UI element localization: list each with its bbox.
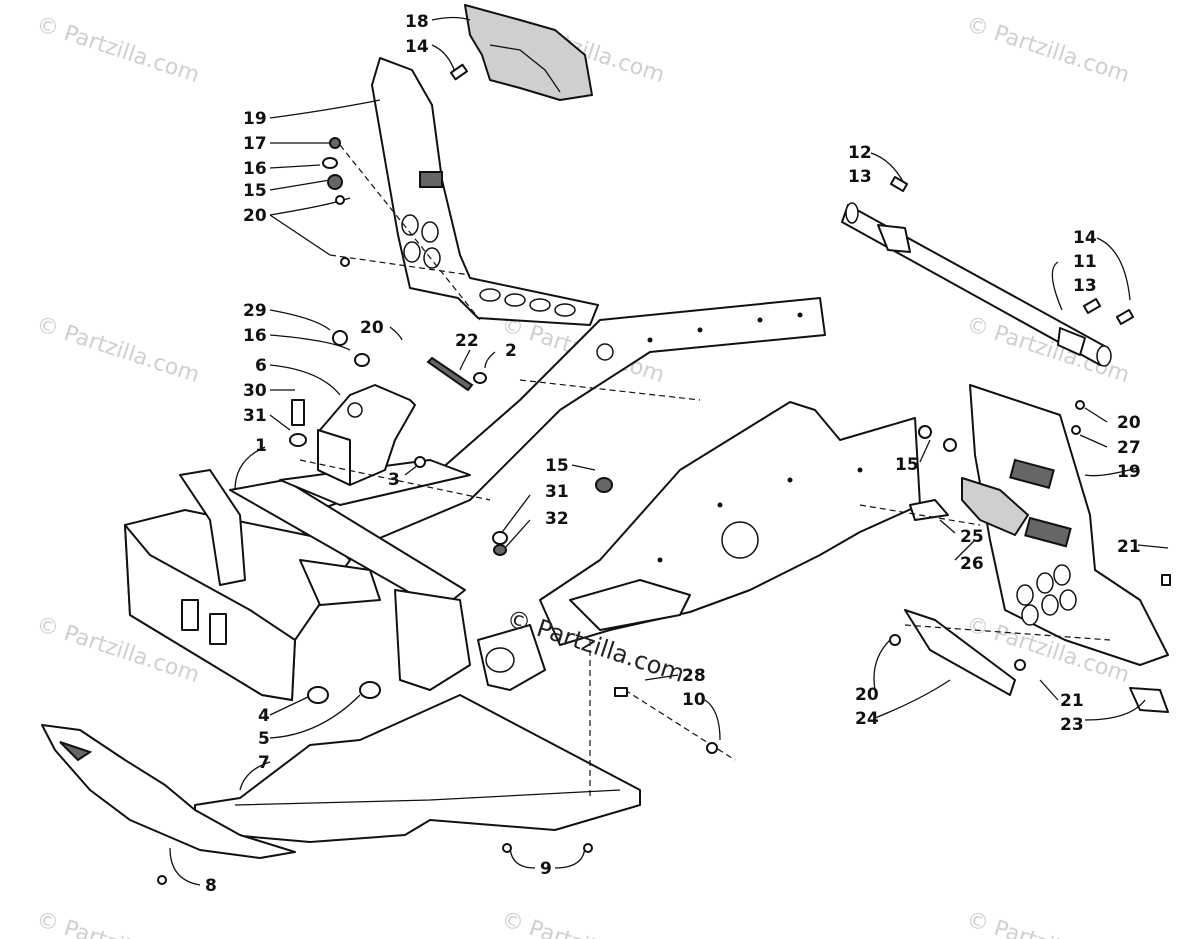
callout-2: 2 xyxy=(505,341,517,361)
bracket-24 xyxy=(904,609,1016,696)
callout-labels: 18 14 19 17 16 15 20 12 13 14 11 13 29 2… xyxy=(205,12,1141,896)
watermark: © Partzilla.com xyxy=(33,312,202,388)
callout-14: 14 xyxy=(405,37,429,57)
callout-16: 16 xyxy=(243,326,267,346)
callout-22: 22 xyxy=(455,331,479,351)
washer-5 xyxy=(359,681,381,699)
callout-21: 21 xyxy=(1060,691,1084,711)
callout-31: 31 xyxy=(243,406,267,426)
callout-13: 13 xyxy=(1073,276,1097,296)
callout-26: 26 xyxy=(960,554,984,574)
callout-25: 25 xyxy=(960,527,984,547)
frame-bracket-plate xyxy=(569,579,691,631)
strip-22 xyxy=(426,356,474,392)
callout-5: 5 xyxy=(258,729,270,749)
callout-17: 17 xyxy=(243,134,267,154)
front-bulkhead xyxy=(124,469,381,701)
callout-15: 15 xyxy=(545,456,569,476)
callout-28: 28 xyxy=(682,666,706,686)
callout-27: 27 xyxy=(1117,438,1141,458)
callout-30: 30 xyxy=(243,381,267,401)
callout-20: 20 xyxy=(855,685,879,705)
callout-29: 29 xyxy=(243,301,267,321)
watermark: © Partzilla.com xyxy=(498,907,667,939)
callout-12: 12 xyxy=(848,143,872,163)
callout-23: 23 xyxy=(1060,715,1084,735)
callout-20: 20 xyxy=(1117,413,1141,433)
callout-18: 18 xyxy=(405,12,429,32)
watermark: © Partzilla.com xyxy=(963,12,1132,88)
callout-21: 21 xyxy=(1117,537,1141,557)
callout-16: 16 xyxy=(243,159,267,179)
callout-6: 6 xyxy=(255,356,267,376)
callout-13: 13 xyxy=(848,167,872,187)
callout-1: 1 xyxy=(255,436,267,456)
callout-32: 32 xyxy=(545,509,569,529)
callout-4: 4 xyxy=(258,706,270,726)
watermark: © Partzilla.com xyxy=(963,907,1132,939)
callout-20: 20 xyxy=(243,206,267,226)
steering-support-right-19 xyxy=(969,384,1169,666)
callout-8: 8 xyxy=(205,876,217,896)
callout-9: 9 xyxy=(540,859,552,879)
callout-11: 11 xyxy=(1073,252,1097,272)
callout-19: 19 xyxy=(243,109,267,129)
callout-15: 15 xyxy=(895,455,919,475)
callout-15: 15 xyxy=(243,181,267,201)
assembly-lines xyxy=(299,144,1111,800)
callout-3: 3 xyxy=(388,470,400,490)
skid-guard-8 xyxy=(41,724,296,859)
mesh-26 xyxy=(961,477,1029,536)
support-holes-left xyxy=(401,171,576,317)
watermark: © Partzilla.com xyxy=(33,907,202,939)
callout-20: 20 xyxy=(360,318,384,338)
cross-tube-11 xyxy=(841,202,1112,367)
callout-19: 19 xyxy=(1117,462,1141,482)
watermark: © Partzilla.com xyxy=(33,12,202,88)
washer-4 xyxy=(307,686,329,704)
callout-31: 31 xyxy=(545,482,569,502)
fasteners xyxy=(157,63,1171,885)
callout-7: 7 xyxy=(258,753,270,773)
callout-10: 10 xyxy=(682,690,706,710)
callout-24: 24 xyxy=(855,709,879,729)
callout-14: 14 xyxy=(1073,228,1097,248)
upper-housing-18 xyxy=(464,4,593,101)
leader-lines xyxy=(169,16,1169,886)
